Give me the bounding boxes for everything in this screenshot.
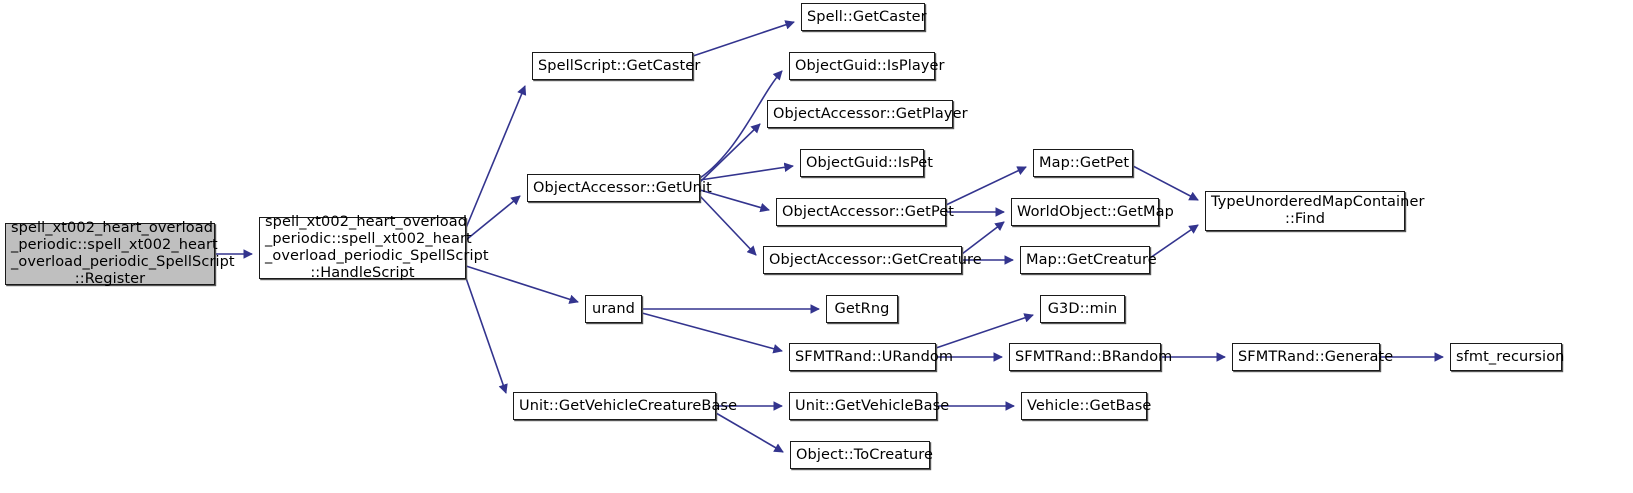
graph-node-label: Vehicle::GetBase [1027,397,1152,414]
call-edge [1149,224,1199,259]
graph-node-label: sfmt_recursion [1456,348,1565,365]
graph-node-label: urand [592,300,635,317]
graph-node-label: G3D::min [1047,300,1118,317]
graph-node-label: ObjectGuid::IsPlayer [795,57,945,74]
graph-node-label: ObjectAccessor::GetCreature [769,251,982,268]
graph-node[interactable]: Unit::GetVehicleCreatureBase [513,392,738,420]
graph-node[interactable]: ObjectAccessor::GetUnit [527,174,712,202]
graph-node-label: GetRng [834,300,890,317]
call-edge [699,162,794,181]
call-edge [465,265,579,304]
graph-node-label: SFMTRand::URandom [795,348,954,365]
graph-node[interactable]: TypeUnorderedMapContainer ::Find [1205,191,1425,231]
graph-node-label: spell_xt002_heart_overload _periodic::sp… [11,220,235,287]
graph-node-label: Unit::GetVehicleBase [795,397,950,414]
call-edge [465,85,527,229]
graph-node-label: SFMTRand::BRandom [1015,348,1173,365]
graph-node-label: SpellScript::GetCaster [538,57,701,74]
graph-node[interactable]: Unit::GetVehicleBase [789,392,950,420]
graph-node[interactable]: WorldObject::GetMap [1011,198,1174,226]
graph-node[interactable]: Map::GetPet [1033,149,1133,177]
graph-node-label: WorldObject::GetMap [1017,203,1174,220]
graph-node[interactable]: ObjectGuid::IsPlayer [789,52,945,80]
call-edge [715,412,784,453]
call-edge [1132,165,1199,201]
graph-node-label: Spell::GetCaster [807,8,927,25]
call-edge [641,312,783,354]
graph-node-label: SFMTRand::Generate [1238,348,1394,365]
call-edge [465,195,521,241]
graph-node[interactable]: Object::ToCreature [790,441,934,469]
graph-node[interactable]: spell_xt002_heart_overload _periodic::sp… [5,220,235,287]
graph-node[interactable]: ObjectAccessor::GetPlayer [767,100,968,128]
graph-node[interactable]: SFMTRand::Generate [1232,343,1394,371]
graph-node[interactable]: urand [585,295,642,323]
graph-node[interactable]: G3D::min [1040,295,1125,323]
graph-node-label: ObjectAccessor::GetPlayer [773,105,968,122]
graph-node[interactable]: sfmt_recursion [1450,343,1565,371]
call-edge [699,195,757,256]
graph-node[interactable]: spell_xt002_heart_overload _periodic::sp… [259,214,489,281]
graph-node-label: Map::GetPet [1039,154,1130,171]
graph-node-label: Unit::GetVehicleCreatureBase [519,397,738,414]
graph-node[interactable]: GetRng [826,295,898,323]
graph-node[interactable]: Spell::GetCaster [801,3,927,31]
graph-node[interactable]: Map::GetCreature [1020,246,1157,274]
graph-node[interactable]: ObjectAccessor::GetCreature [763,246,982,274]
graph-node-label: ObjectAccessor::GetPet [782,203,955,220]
graph-node-label: TypeUnorderedMapContainer ::Find [1211,194,1425,227]
graph-node[interactable]: SFMTRand::URandom [789,343,954,371]
graph-node[interactable]: Vehicle::GetBase [1021,392,1152,420]
graph-node[interactable]: ObjectAccessor::GetPet [776,198,955,226]
graph-node-label: Object::ToCreature [796,446,934,463]
graph-node-label: ObjectAccessor::GetUnit [533,179,712,196]
graph-node[interactable]: SpellScript::GetCaster [532,52,701,80]
call-edge [692,20,795,57]
graph-node[interactable]: ObjectGuid::IsPet [800,149,934,177]
call-edge [961,221,1005,255]
call-edge [465,277,508,394]
graph-node-label: Map::GetCreature [1026,251,1157,268]
graph-node-label: ObjectGuid::IsPet [806,154,934,171]
graph-node[interactable]: SFMTRand::BRandom [1009,343,1173,371]
graph-node-label: spell_xt002_heart_overload _periodic::sp… [265,214,489,281]
call-edge [699,123,761,183]
